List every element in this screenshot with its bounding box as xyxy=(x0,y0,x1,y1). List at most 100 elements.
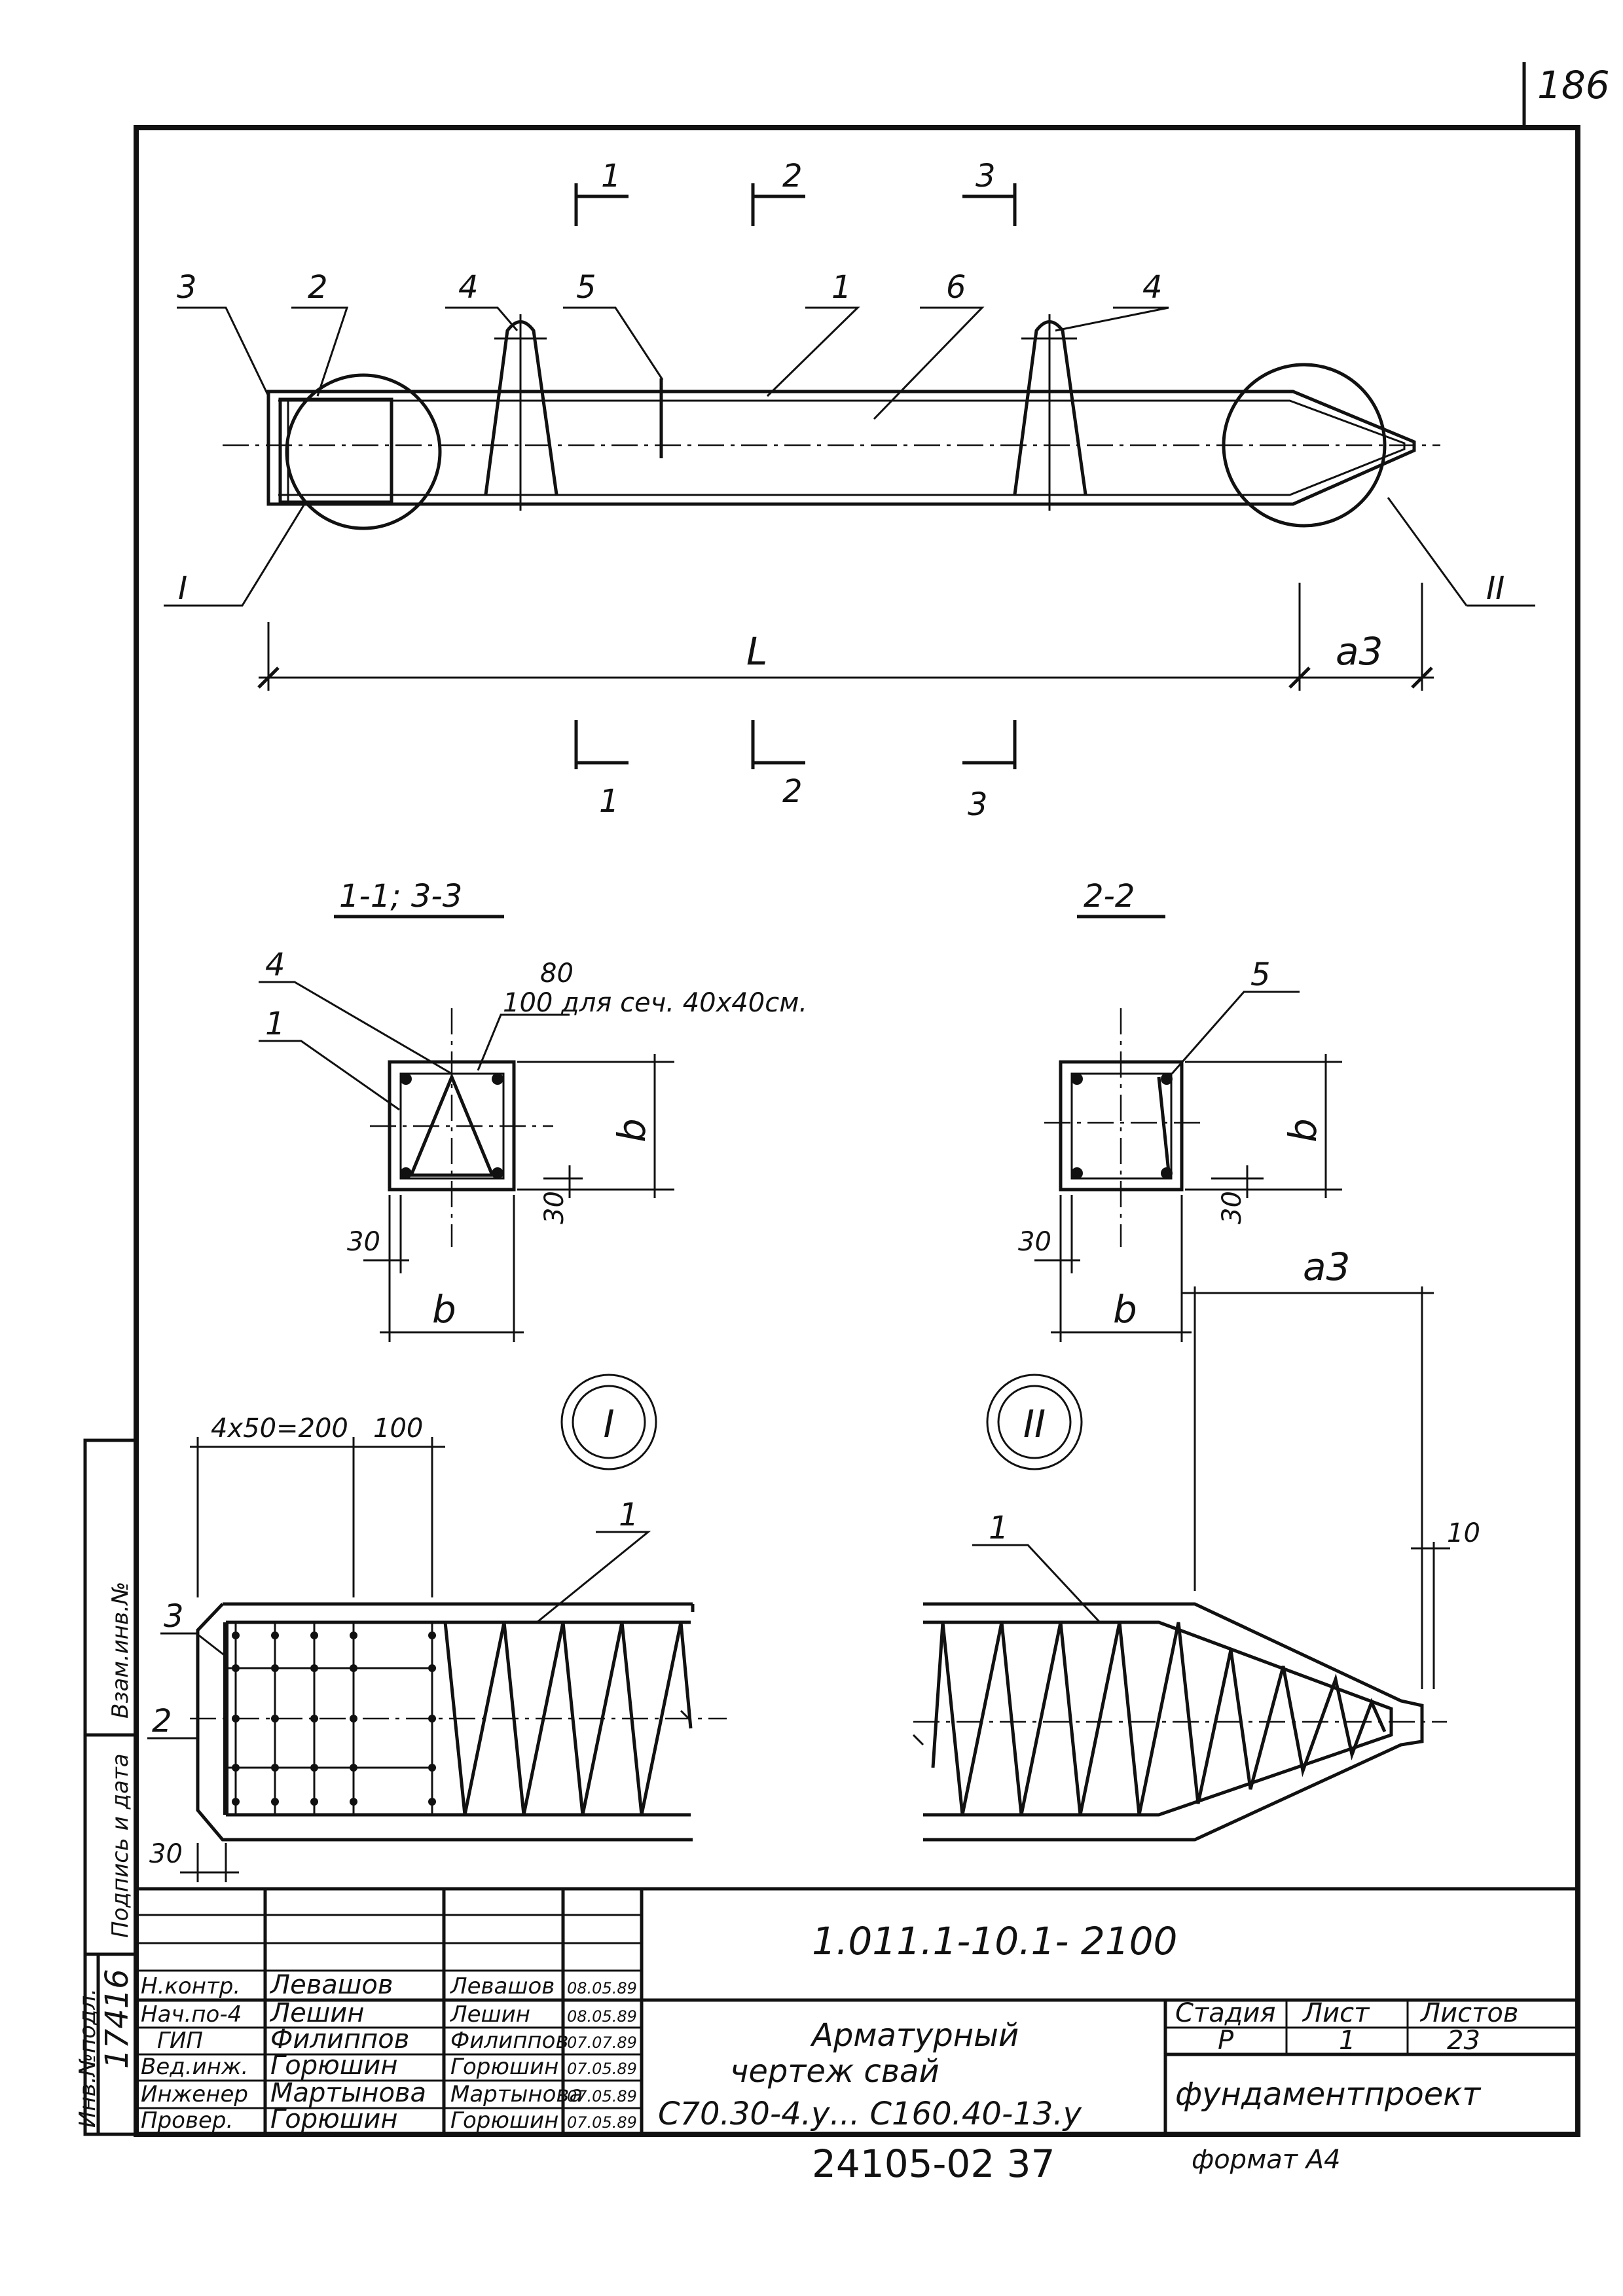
signer-name: Филиппов xyxy=(270,2024,409,2054)
signer-name: Левашов xyxy=(269,1970,393,2000)
node-II-spiral xyxy=(931,1622,1387,1815)
cut-2-top xyxy=(751,183,805,226)
node-II-mark: II xyxy=(1023,1402,1046,1446)
label-node-II: II xyxy=(1486,570,1504,607)
side-stamp-replacement-inv: Взам.инв.№ xyxy=(107,1582,134,1719)
dim-tip-label: a3 xyxy=(1336,629,1383,674)
leader-2 xyxy=(291,306,349,397)
rebar-dot xyxy=(1161,1073,1173,1085)
label-pos-2: 2 xyxy=(308,269,328,306)
node-I-break xyxy=(680,1709,692,1722)
leader-1 xyxy=(766,306,860,397)
side-stamp: Взам.инв.№ Подпись и дата Инв.№подл. 174… xyxy=(75,1438,138,2136)
sheet-value: 1 xyxy=(1339,2026,1355,2056)
cut-1-top-label: 1 xyxy=(601,158,621,194)
side-stamp-inv-original-value: 17416 xyxy=(99,1969,136,2069)
signer-date: 07.05.89 xyxy=(567,2087,637,2105)
cut-3-top-label: 3 xyxy=(976,158,996,194)
cut-3-bottom-label: 3 xyxy=(968,786,988,823)
label-pos-3: 3 xyxy=(177,269,197,306)
signer-name: Горюшин xyxy=(270,2104,398,2134)
node-I-mark-inner xyxy=(572,1385,646,1459)
label-pos-4b: 4 xyxy=(1142,269,1163,306)
node-I-pos-2: 2 xyxy=(152,1703,172,1740)
node-II-dim-10: 10 xyxy=(1447,1518,1480,1548)
section-2-2: 2-2 5 b 30 30 b xyxy=(1018,878,1342,1342)
stage-value: Р xyxy=(1218,2026,1234,2056)
dim-length-label: L xyxy=(746,629,767,674)
node-I-mesh-dots xyxy=(232,1631,436,1806)
signer-date: 07.07.89 xyxy=(567,2033,637,2052)
leader-3 xyxy=(177,306,270,397)
organization: фундаментпроект xyxy=(1175,2076,1482,2113)
section-1-1-dim-30-right: 30 xyxy=(539,1191,570,1224)
node-II-pos-1: 1 xyxy=(989,1510,1009,1546)
rebar-dot xyxy=(1161,1167,1173,1179)
signer-row: Вед.инж. Горюшин Горюшин 07.05.89 xyxy=(141,2050,637,2081)
section-1-1-pos-1: 1 xyxy=(265,1006,285,1042)
drawing-title-line3: С70.30-4.у... С160.40-13.у xyxy=(658,2096,1082,2132)
leader-sec-5 xyxy=(1171,991,1300,1074)
signer-name: Лешин xyxy=(269,1998,364,2028)
node-I-mark: I xyxy=(603,1402,614,1446)
signer-row: ГИП Филиппов Филиппов 07.07.89 xyxy=(157,2024,637,2054)
node-II-leader-1 xyxy=(972,1544,1101,1624)
rebar-dot xyxy=(492,1073,503,1085)
node-II-detail: II a3 10 1 xyxy=(912,1245,1480,1842)
drawing-frame xyxy=(134,125,1580,2137)
section-1-1-dim-80: 80 xyxy=(540,958,574,989)
head-mesh xyxy=(278,397,393,504)
node-II-mark-inner xyxy=(997,1385,1072,1459)
node-I-spiral xyxy=(443,1622,693,1815)
section-1-1-note: 100 для сеч. 40х40см. xyxy=(503,988,807,1018)
rebar-dot xyxy=(492,1167,503,1179)
section-2-2-dim-30-right: 30 xyxy=(1217,1191,1247,1224)
leader-sec-4 xyxy=(259,981,452,1075)
drawing-title-line1: Арматурный xyxy=(810,2017,1019,2054)
side-stamp-signature-date: Подпись и дата xyxy=(107,1753,134,1938)
side-stamp-frame xyxy=(83,1438,138,2136)
sheets-value: 23 xyxy=(1447,2026,1480,2056)
title-block: 1.011.1-10.1- 2100 Н.контр. Левашов Лева… xyxy=(136,1887,1578,2186)
leader-sec-1 xyxy=(259,1040,400,1111)
signer-date: 08.05.89 xyxy=(567,2007,637,2026)
section-2-2-pos-5-bar xyxy=(1157,1076,1171,1173)
section-1-1-pos-4: 4 xyxy=(265,947,285,983)
signer-name: Горюшин xyxy=(270,2050,398,2081)
node-I-leader-1 xyxy=(536,1531,651,1624)
signer-name: Мартынова xyxy=(270,2078,426,2108)
label-node-I: I xyxy=(178,570,187,607)
signer-role: Вед.инж. xyxy=(141,2054,248,2080)
label-pos-5: 5 xyxy=(576,269,596,306)
section-2-2-stirrup xyxy=(1070,1072,1173,1180)
section-1-1-title: 1-1; 3-3 xyxy=(339,878,462,915)
section-2-2-pos-5: 5 xyxy=(1250,957,1271,993)
section-2-2-dim-b-horizontal: b xyxy=(1113,1287,1137,1332)
leader-4a xyxy=(445,306,519,331)
section-1-1-loop xyxy=(409,1072,495,1177)
signer-date: 07.05.89 xyxy=(567,2060,637,2078)
label-pos-1: 1 xyxy=(831,269,852,306)
signer-signature: Горюшин xyxy=(450,2054,558,2080)
node-I-pos-3: 3 xyxy=(164,1598,184,1635)
node-II-dim-a3: a3 xyxy=(1303,1245,1350,1289)
cut-2-bottom-label: 2 xyxy=(782,773,803,810)
signer-date: 07.05.89 xyxy=(567,2113,637,2132)
signer-role: Нач.по-4 xyxy=(141,2001,242,2028)
cut-3-bottom xyxy=(962,720,1017,769)
leader-80 xyxy=(477,1013,570,1071)
cut-2-top-label: 2 xyxy=(782,158,803,194)
stage-label: Стадия xyxy=(1175,1998,1275,2028)
signer-row: Инженер Мартынова Мартынова 07.05.89 xyxy=(141,2078,637,2108)
section-2-2-title: 2-2 xyxy=(1084,878,1135,915)
signer-signature: Мартынова xyxy=(450,2081,583,2107)
node-I-pos-1: 1 xyxy=(619,1497,639,1533)
drawing-code: 1.011.1-10.1- 2100 xyxy=(812,1919,1177,1963)
drawing-title-line2: чертеж свай xyxy=(730,2053,939,2090)
node-I-leader-3 xyxy=(160,1632,227,1658)
longitudinal-rebar xyxy=(278,399,1406,496)
signer-signature: Горюшин xyxy=(450,2107,558,2134)
leader-II-b xyxy=(1387,497,1468,606)
node-I-circle xyxy=(285,373,442,530)
